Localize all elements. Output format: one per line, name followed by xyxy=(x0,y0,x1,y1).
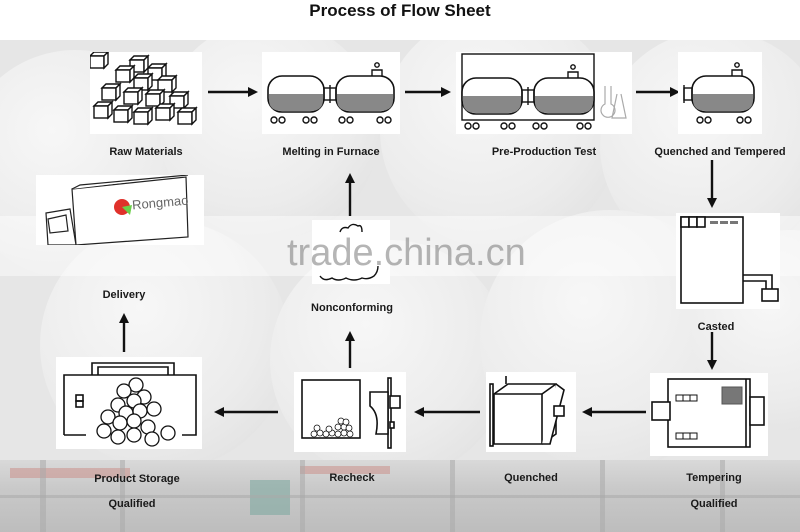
arrow-right-icon xyxy=(636,87,680,97)
step-label-pre-production-test: Pre-Production Test xyxy=(491,146,597,158)
casting-machine-icon xyxy=(680,216,779,304)
step-label-melting: Melting in Furnace xyxy=(282,146,380,158)
truck-icon xyxy=(45,175,189,245)
step-label-raw-materials: Raw Materials xyxy=(109,146,183,158)
flask-icon xyxy=(600,86,627,119)
tempering-furnace-icon xyxy=(651,378,765,448)
melting-furnace-image xyxy=(262,52,400,134)
step-label-delivery: Delivery xyxy=(102,289,146,301)
quench-tank-icon xyxy=(489,376,565,447)
arrow-up-icon xyxy=(345,331,355,368)
step-label-tempering: Tempering xyxy=(686,472,742,484)
delivery-truck-image: Rongmao xyxy=(36,175,204,245)
recheck-machine-icon xyxy=(301,377,401,449)
cubes-icon xyxy=(90,52,197,125)
arrow-down-icon xyxy=(707,160,717,208)
arrow-right-icon xyxy=(405,87,451,97)
step-label-product-storage: Product Storage xyxy=(94,473,180,485)
arrow-left-icon xyxy=(582,407,646,417)
step-label-quenched-tempered: Quenched and Tempered xyxy=(654,146,786,158)
arrow-up-icon xyxy=(345,173,355,216)
step-label-quenched: Quenched xyxy=(504,472,558,484)
title-band xyxy=(0,0,800,40)
raw-materials-image xyxy=(90,52,202,134)
quenched-tempered-image xyxy=(678,52,762,134)
factory-background xyxy=(0,460,800,532)
product-storage-status: Qualified xyxy=(108,498,156,510)
storage-bin-icon xyxy=(63,362,197,447)
nonconforming-parts-icon xyxy=(319,223,379,281)
step-label-nonconforming: Nonconforming xyxy=(311,302,393,314)
tempering-image xyxy=(650,373,768,456)
furnace-icon xyxy=(267,62,395,124)
page-title: Process of Flow Sheet xyxy=(309,1,491,20)
arrow-left-icon xyxy=(214,407,278,417)
quenched-image xyxy=(486,372,576,452)
nonconforming-image xyxy=(312,220,390,284)
arrow-left-icon xyxy=(414,407,480,417)
arrow-up-icon xyxy=(119,313,129,352)
watermark: trade.china.cn xyxy=(287,232,526,274)
casted-image xyxy=(676,213,780,309)
arrow-right-icon xyxy=(208,87,258,97)
test-furnace-icon xyxy=(461,53,627,130)
arrow-down-icon xyxy=(707,332,717,370)
pre-production-test-image xyxy=(456,52,632,134)
recheck-image xyxy=(294,372,406,452)
product-storage-image xyxy=(56,357,202,449)
step-label-casted: Casted xyxy=(697,321,735,333)
step-label-recheck: Recheck xyxy=(329,472,375,484)
tempering-status: Qualified xyxy=(690,498,738,510)
single-furnace-icon xyxy=(683,62,755,124)
